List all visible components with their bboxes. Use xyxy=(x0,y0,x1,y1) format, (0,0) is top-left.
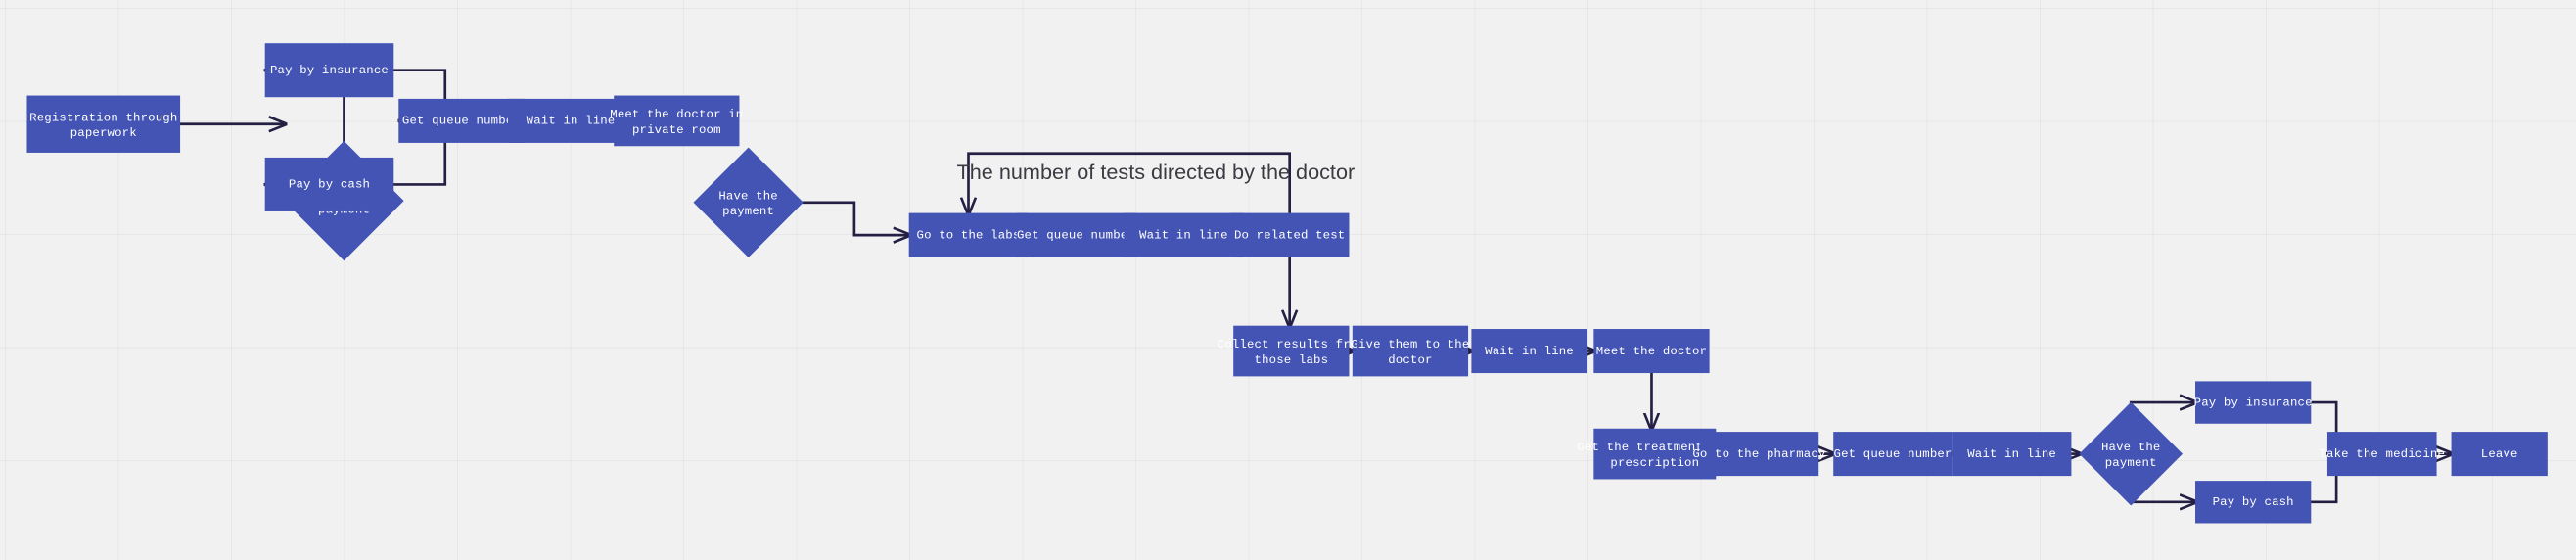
annotations-layer: The number of tests directed by the doct… xyxy=(957,160,1356,184)
edge-annotation-label: The number of tests directed by the doct… xyxy=(957,160,1356,184)
edge-n21-to-n22 xyxy=(2129,402,2196,403)
node-get-queue-number[interactable]: Get queue number xyxy=(1833,432,1953,477)
node-wait-in-line[interactable]: Wait in line xyxy=(1471,329,1587,374)
decision-shape xyxy=(693,147,804,257)
process-shape xyxy=(264,43,394,98)
node-pay-by-cash[interactable]: Pay by cash xyxy=(264,157,394,211)
process-shape xyxy=(1699,432,1819,477)
process-shape xyxy=(1471,329,1587,374)
process-shape xyxy=(2326,432,2437,477)
edge-n8-to-n9 xyxy=(802,201,910,235)
process-shape xyxy=(1233,325,1350,377)
decision-shape xyxy=(2079,401,2184,506)
process-shape xyxy=(1833,432,1953,477)
node-wait-in-line[interactable]: Wait in line xyxy=(1124,212,1244,257)
node-go-to-the-labs[interactable]: Go to the labs xyxy=(908,212,1029,257)
edge-n12-to-n9 xyxy=(968,152,1291,214)
process-shape xyxy=(2451,432,2548,477)
node-wait-in-line[interactable]: Wait in line xyxy=(1952,432,2072,477)
process-shape xyxy=(1124,212,1244,257)
node-go-to-the-pharmacy[interactable]: Go to the pharmacy xyxy=(1692,432,1825,477)
process-shape xyxy=(398,98,525,143)
process-shape xyxy=(264,157,394,211)
process-shape xyxy=(1016,212,1136,257)
process-shape xyxy=(614,95,740,147)
process-shape xyxy=(1593,428,1717,480)
node-pay-by-insurance[interactable]: Pay by insurance xyxy=(2194,381,2313,424)
node-pay-by-insurance[interactable]: Pay by insurance xyxy=(264,43,394,98)
process-shape xyxy=(1952,432,2072,477)
node-do-related-test[interactable]: Do related test xyxy=(1229,212,1350,257)
process-shape xyxy=(2195,381,2312,424)
process-shape xyxy=(26,95,181,153)
node-take-the-medicine[interactable]: Take the medicine xyxy=(2319,432,2445,477)
process-shape xyxy=(2195,481,2312,524)
node-leave[interactable]: Leave xyxy=(2451,432,2548,477)
edge-n21-to-n23 xyxy=(2129,502,2196,505)
process-shape xyxy=(1352,325,1469,377)
process-shape xyxy=(908,212,1029,257)
node-get-queue-number[interactable]: Get queue number xyxy=(398,98,525,143)
nodes-layer: Registration throughpaperworkHave thepay… xyxy=(26,43,2548,524)
node-pay-by-cash[interactable]: Pay by cash xyxy=(2195,481,2312,524)
process-shape xyxy=(1593,329,1710,374)
node-meet-the-doctor[interactable]: Meet the doctor xyxy=(1593,329,1710,374)
process-shape xyxy=(1229,212,1350,257)
node-get-queue-number[interactable]: Get queue number xyxy=(1016,212,1136,257)
